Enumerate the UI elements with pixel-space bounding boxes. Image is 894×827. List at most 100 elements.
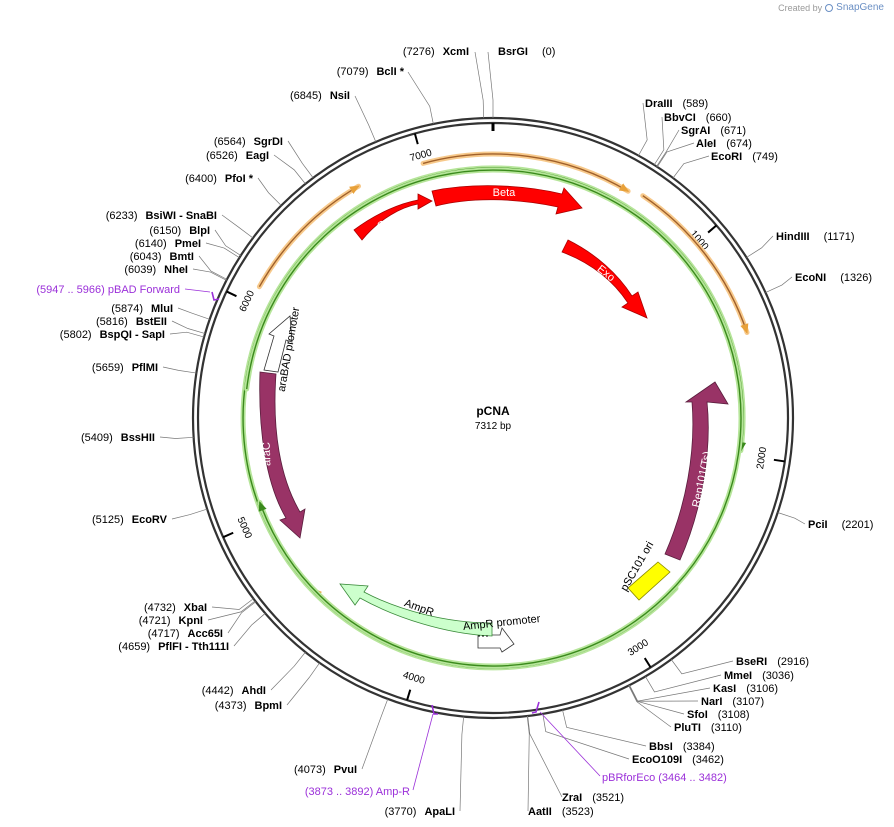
site-label[interactable]: SgrAI(671) [681,125,746,137]
site-label[interactable]: (7276)XcmI [403,46,469,58]
site-label[interactable]: EcoNI(1326) [795,272,872,284]
site-leader [214,229,241,256]
site-label[interactable]: (6526)EagI [206,150,269,162]
site-label[interactable]: (6150)BlpI [149,225,210,237]
ruler-tick [643,657,652,668]
primer-mark-amp-r [431,704,438,715]
ruler-label: 6000 [238,289,258,314]
site-label[interactable]: (4659)PflFI - Tth111I [118,641,229,653]
ruler-tick [406,689,412,701]
site-leader [207,600,256,621]
site-label[interactable]: (6564)SgrDI [214,136,283,148]
feature-ampr[interactable] [339,583,493,637]
ruler-tick [773,458,785,463]
site-leader [171,508,208,520]
site-leader [628,685,685,715]
site-label[interactable]: (4732)XbaI [144,602,207,614]
site-leader [656,129,680,167]
site-label[interactable]: HindIII(1171) [776,231,855,243]
site-leader [227,601,257,634]
site-leader [459,716,465,812]
site-label[interactable]: (6043)BmtI [130,251,194,263]
site-label[interactable]: (6845)NsiI [290,90,350,102]
site-leader [777,512,806,525]
site-leader [562,709,647,747]
label-arac: araC [261,442,274,466]
site-leader [177,307,210,320]
site-label[interactable]: (4073)PvuI [294,764,357,776]
site-leader [645,674,722,693]
site-label[interactable]: (4373)BpmI [215,700,282,712]
site-leader [474,51,485,119]
orf-halo [244,167,744,669]
site-label[interactable]: SfoI(3108) [687,709,750,721]
site-label[interactable]: (4442)AhdI [202,685,266,697]
plasmid-name: pCNA [476,404,510,418]
features [259,185,729,653]
feature-exo[interactable] [561,239,648,319]
site-leader-lines [159,51,806,812]
site-label[interactable]: (5659)PflMI [92,362,158,374]
site-label[interactable]: KasI(3106) [713,683,778,695]
feature-rep101[interactable] [664,381,729,561]
site-label[interactable]: (5125)EcoRV [92,514,168,526]
site-label[interactable]: (5874)MluI [111,303,173,315]
site-label[interactable]: NarI(3107) [701,696,764,708]
site-leader [542,713,630,760]
ruler-label: 4000 [401,670,426,687]
site-label[interactable]: AatII(3523) [528,806,594,818]
site-label[interactable]: BseRI(2916) [736,656,809,668]
primer-leader-pbad [184,288,211,293]
site-label[interactable]: ZraI(3521) [562,792,624,804]
primer-leader-pbrforeco [539,711,601,777]
site-label[interactable]: PluTI(3110) [674,722,742,734]
site-label[interactable]: (6140)PmeI [135,238,201,250]
primer-leader-amp-r [412,713,434,791]
site-label[interactable]: BbsI(3384) [649,741,715,753]
site-label[interactable]: AleI(674) [696,138,752,150]
orf-halo [256,183,361,290]
site-label[interactable]: EcoO109I(3462) [632,754,724,766]
site-label[interactable]: (6039)NheI [124,264,188,276]
ruler-label: 3000 [626,637,651,658]
site-label[interactable]: (3770)ApaLI [385,806,455,818]
site-label[interactable]: PciI(2201) [808,519,873,531]
site-leader [653,116,665,166]
site-label[interactable]: (4717)Acc65I [148,628,223,640]
orf-halo [640,193,750,335]
site-label[interactable]: EcoRI(749) [711,151,778,163]
label-beta: Beta [493,187,517,199]
site-label[interactable]: DraIII(589) [645,98,708,110]
site-leader [672,155,710,179]
site-label[interactable]: (4721)KpnI [139,615,203,627]
feature-arac[interactable] [259,371,306,539]
site-label[interactable]: BsrGI(0) [498,46,555,58]
site-label[interactable]: (5409)BssHII [81,432,155,444]
orf-line [422,153,630,192]
ruler-label: 5000 [235,516,254,541]
site-leader [171,320,206,334]
site-label[interactable]: BbvCI(660) [664,112,731,124]
site-leader [221,214,254,239]
site-label[interactable]: (6400)PfoI * [185,173,254,185]
site-label[interactable]: (5802)BspQI - SapI [60,329,165,341]
feature-psc101-ori[interactable] [627,561,671,601]
site-label[interactable]: MmeI(3036) [724,670,794,682]
site-label[interactable]: (6233)BsiWI - SnaBI [106,210,217,222]
feature-beta[interactable] [431,185,583,215]
site-label[interactable]: (5816)BstEII [96,316,167,328]
feature-ampr-promoter[interactable] [477,627,515,653]
plasmid-length: 7312 bp [475,421,512,432]
feature-arabad-promoter[interactable] [263,315,293,373]
feature-gam[interactable] [353,193,433,241]
site-label[interactable]: (7079)BclI * [337,66,405,78]
site-leader [233,613,266,647]
site-leader [629,684,711,702]
site-leader [354,95,377,142]
site-leader [638,102,648,156]
site-leader [656,142,695,168]
site-leader [162,366,197,374]
credit-brand: SnapGene [836,2,884,13]
site-leader [192,268,227,281]
site-leader [257,177,282,206]
